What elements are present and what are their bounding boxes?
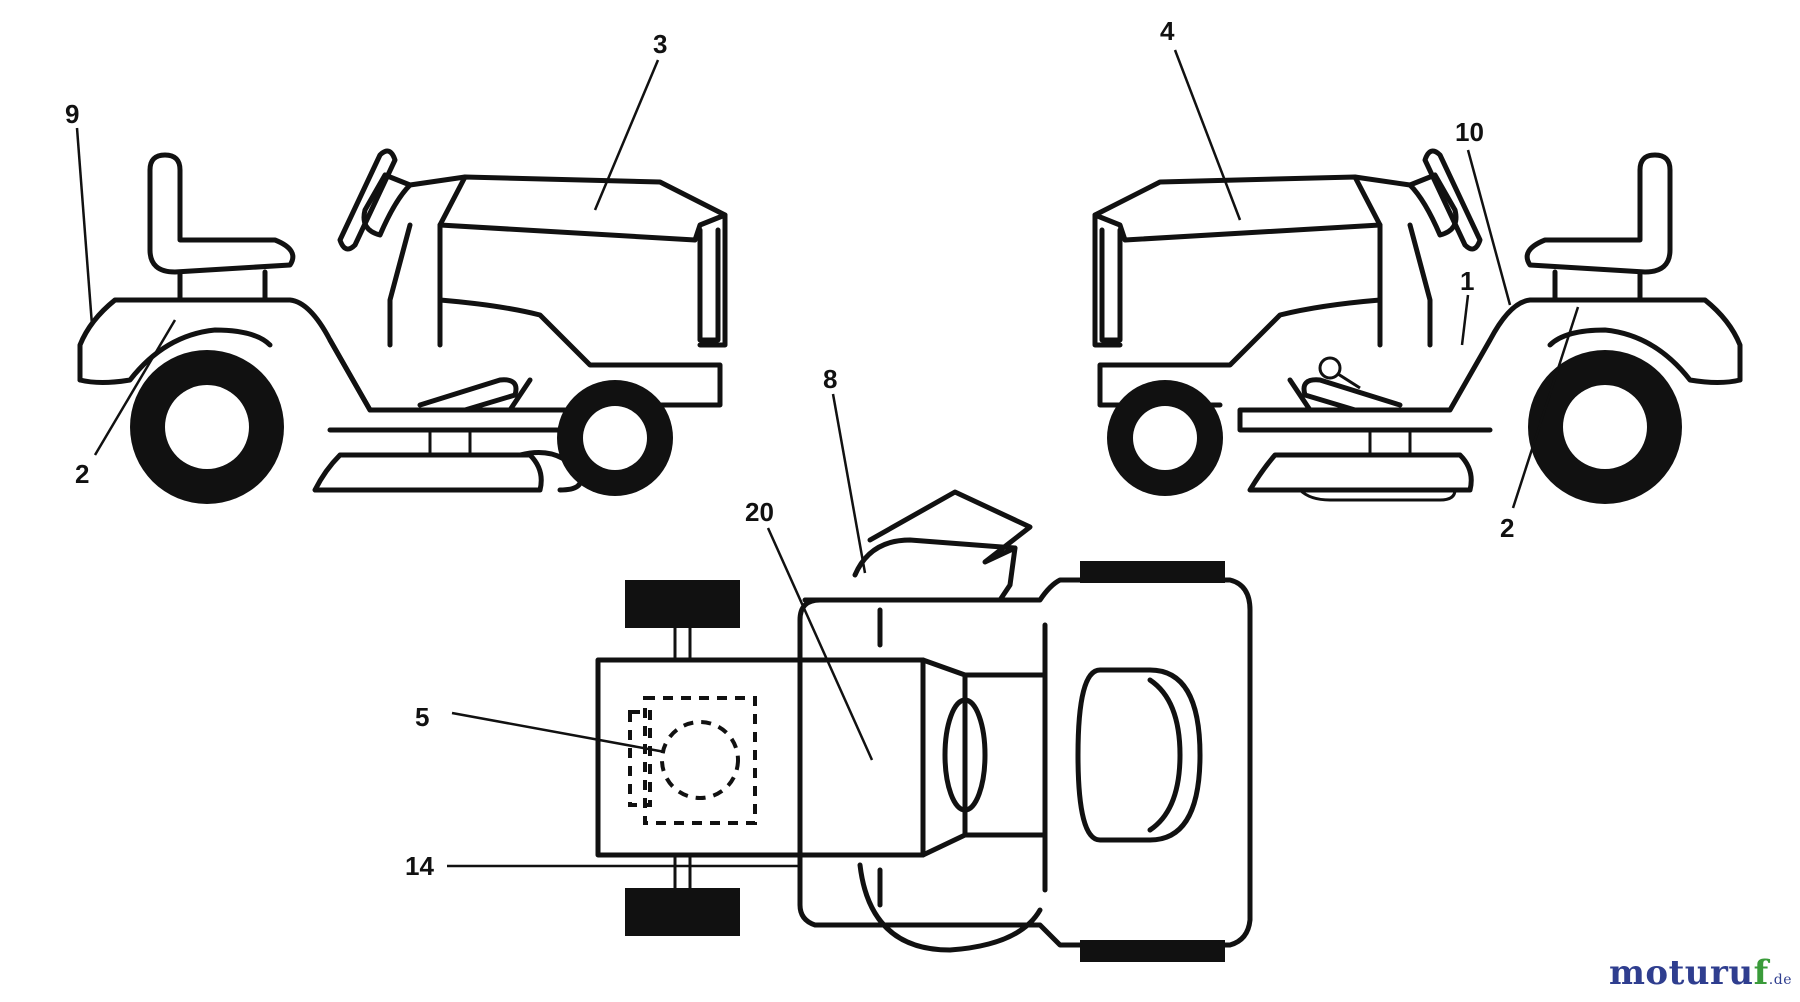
callout-10: 10 [1455,117,1484,147]
callout-20: 20 [745,497,774,527]
left-seat [147,152,296,275]
top-view [595,489,1253,962]
watermark-accent: f [1753,953,1769,993]
right-seat [1524,152,1673,275]
left-side-view [77,148,728,504]
left-steering-wheel [337,148,398,252]
callout-5: 5 [415,702,429,732]
watermark-logo: moturuf.de [1609,953,1792,993]
left-hood [407,174,728,348]
right-side-view [1092,148,1743,504]
right-mower-deck [1247,452,1474,493]
top-rear-tire-lower [625,888,740,936]
callout-2-left: 2 [75,459,89,489]
top-rear-body [595,657,926,858]
top-deck [852,537,1018,603]
right-rear-fender [1287,297,1743,413]
callout-4: 4 [1160,16,1175,46]
watermark-tld: .de [1768,972,1792,988]
callout-3: 3 [653,29,667,59]
right-hood [1092,174,1413,348]
watermark-main: moturu [1608,953,1754,993]
callout-14: 14 [405,851,434,881]
top-discharge-chute [867,489,1033,565]
right-steering-wheel [1422,148,1483,252]
callout-labels: 9 2 3 4 10 1 2 8 20 5 14 [65,16,1514,881]
top-rear-tire-upper [625,580,740,628]
callout-8: 8 [823,364,837,394]
top-hood-grille [1075,667,1203,843]
left-mower-deck [312,452,544,493]
callout-2-right: 2 [1500,513,1514,543]
callout-1: 1 [1460,266,1474,296]
top-body-outline [797,577,1253,948]
callout-9: 9 [65,99,79,129]
leader-lines [75,49,1580,868]
